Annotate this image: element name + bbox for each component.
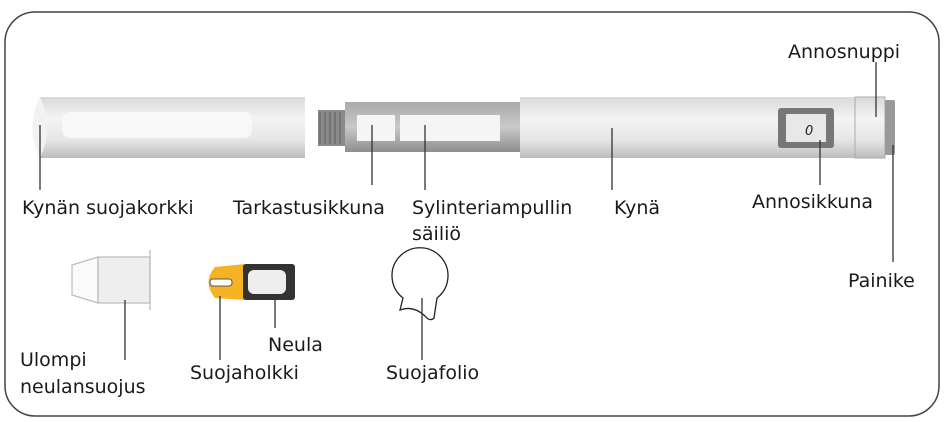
push-button: [885, 100, 895, 155]
dose-knob: [854, 96, 886, 159]
needle: [208, 264, 295, 300]
pen-cap: [32, 97, 305, 158]
label-pen: Kynä: [614, 197, 660, 219]
label-dose-knob: Annosnuppi: [788, 41, 900, 63]
cartridge-holder: [318, 102, 525, 152]
label-outer-cap-1: Ulompi: [20, 349, 87, 371]
label-inspection-window: Tarkastusikkuna: [232, 197, 385, 219]
pen-body: 0: [520, 96, 895, 159]
label-needle: Neula: [268, 334, 323, 356]
label-cartridge-holder-2: säiliö: [412, 223, 461, 245]
dose-value: 0: [805, 124, 813, 139]
label-pen-cap: Kynän suojakorkki: [22, 197, 194, 219]
label-dose-window: Annosikkuna: [752, 191, 873, 213]
outer-needle-cap: [71, 250, 151, 310]
label-outer-cap-2: neulansuojus: [20, 376, 146, 398]
label-foil: Suojafolio: [386, 362, 479, 384]
leader-lines: [39, 62, 894, 360]
label-push-button: Painike: [848, 270, 915, 292]
protective-foil: [391, 247, 449, 321]
label-cartridge-holder-1: Sylinteriampullin: [412, 197, 572, 219]
label-inner-sleeve: Suojaholkki: [190, 362, 299, 384]
inspection-window: [357, 115, 395, 141]
